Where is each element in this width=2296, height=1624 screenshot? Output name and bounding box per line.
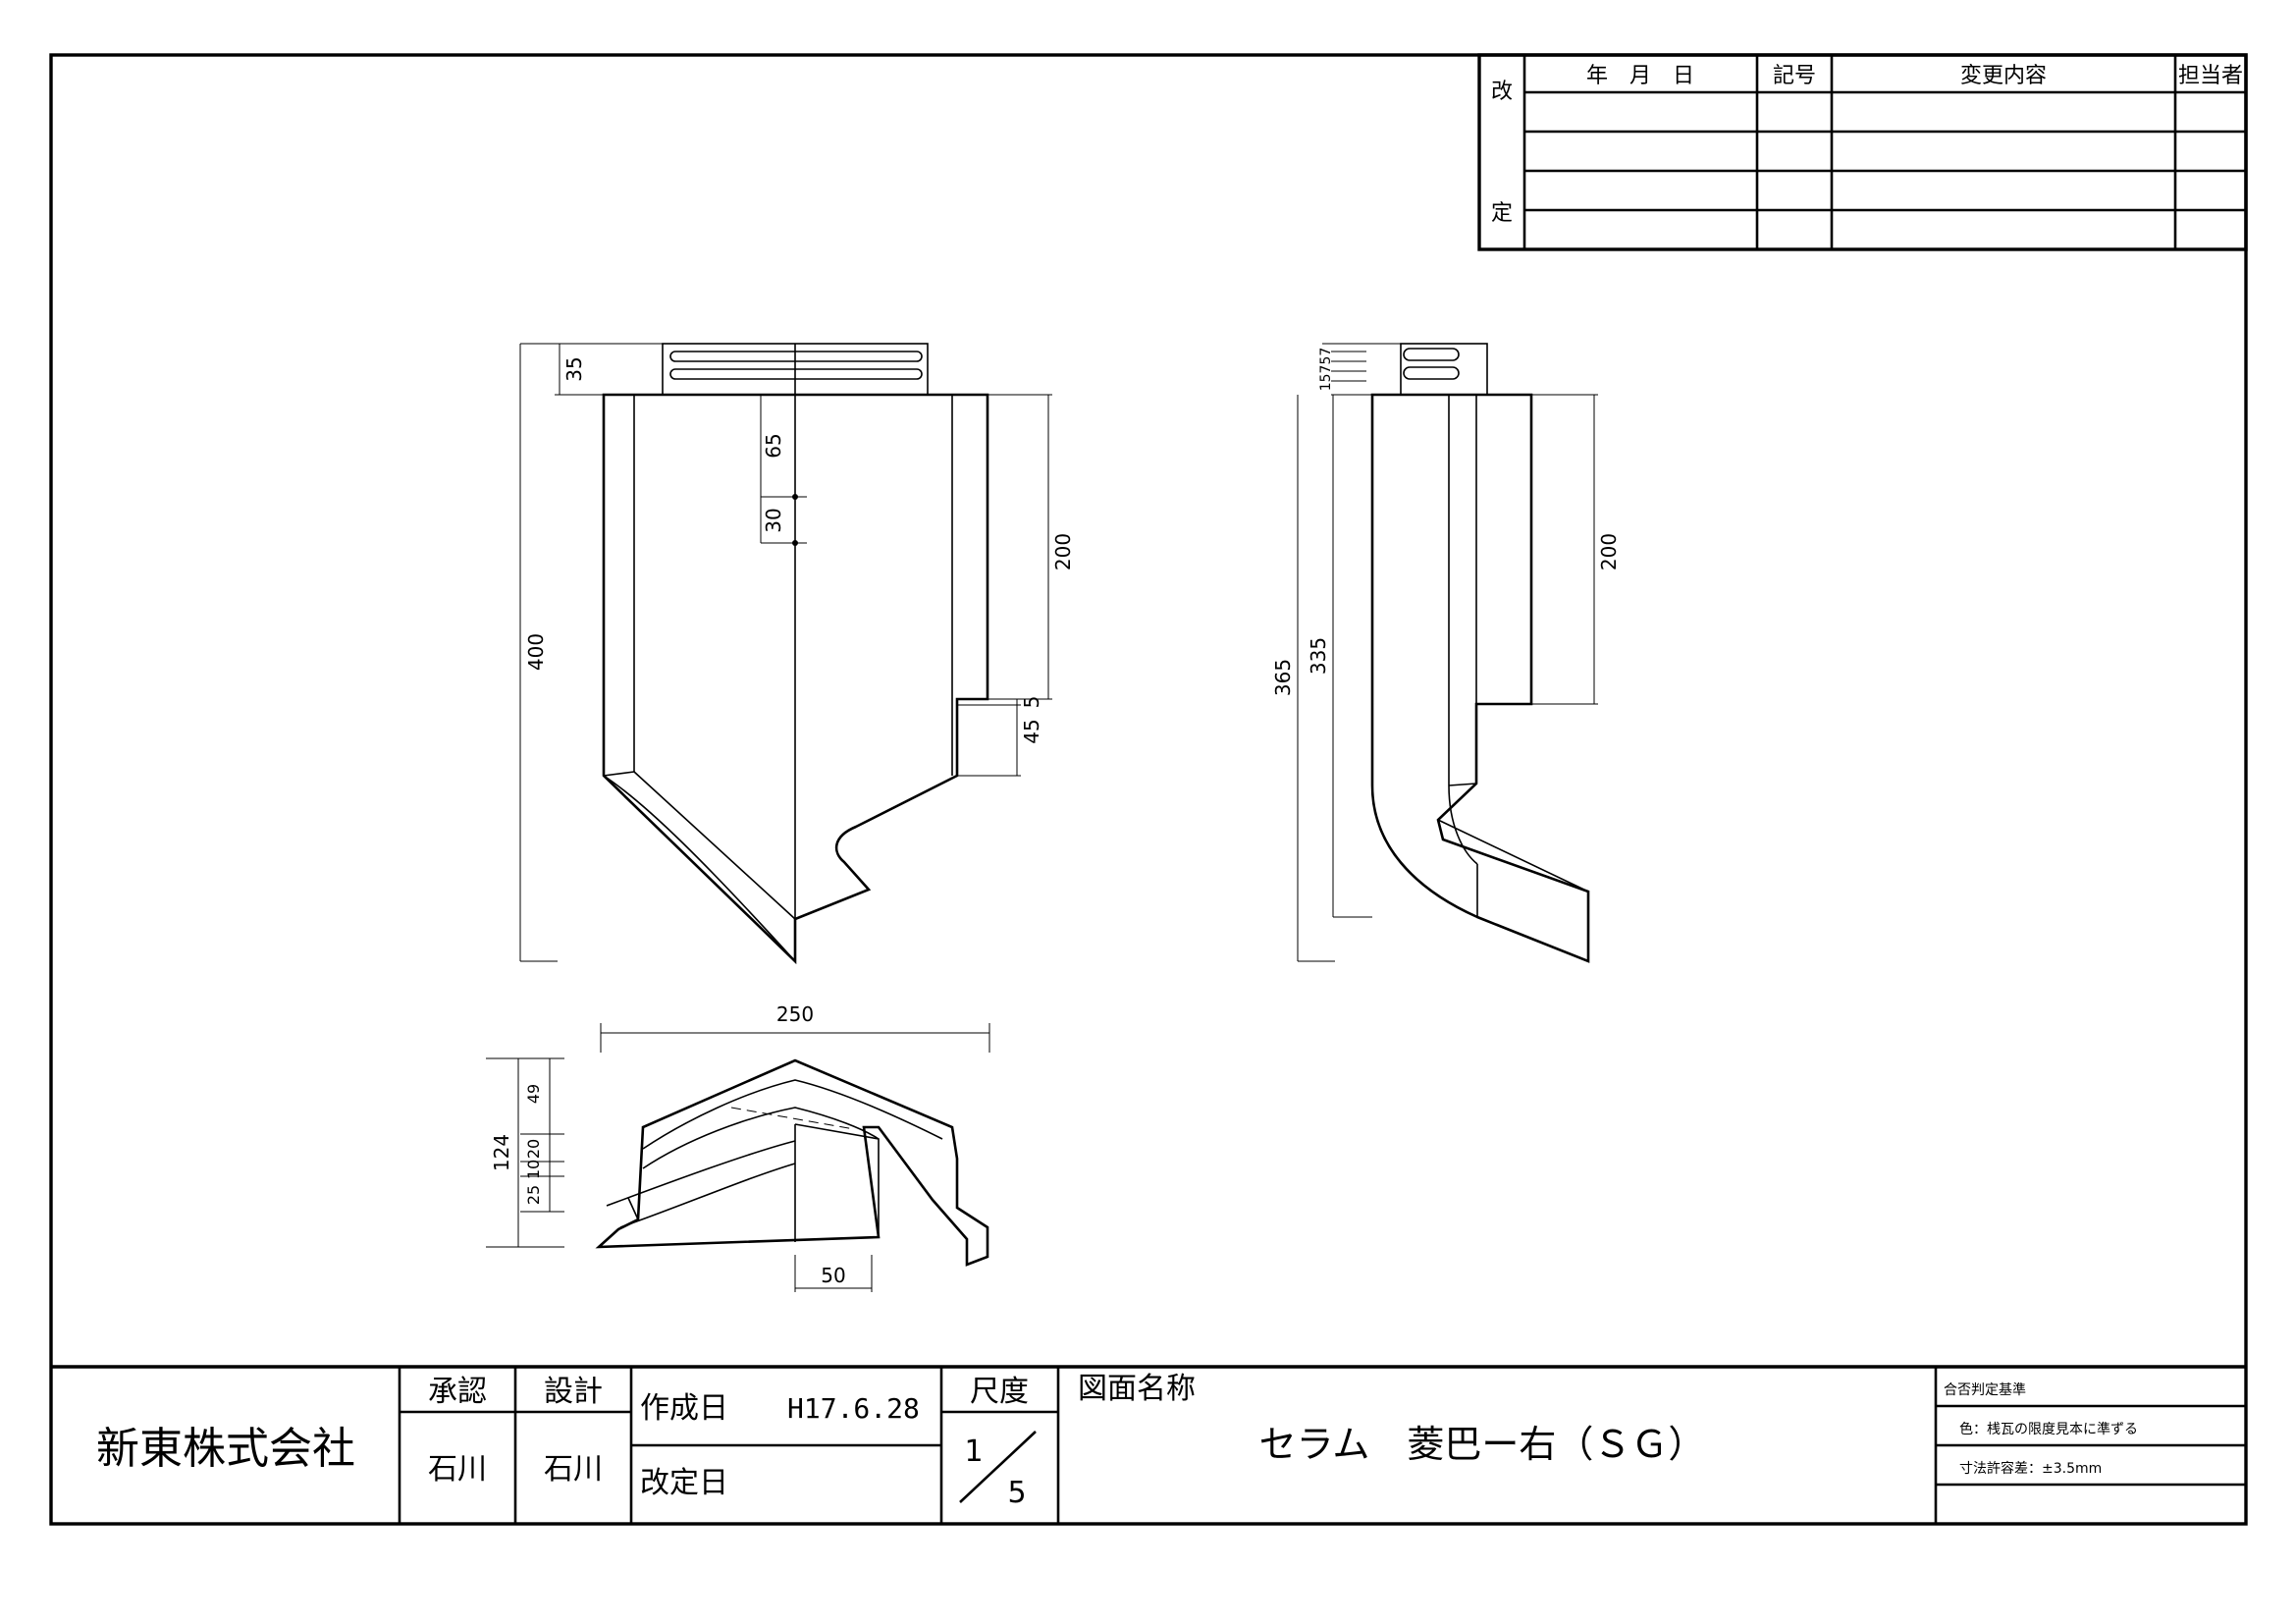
front-dim-mid: 30	[762, 508, 785, 532]
front-dim-top: 35	[562, 356, 586, 381]
bottom-view: 250 124 49 20 10 25 50	[486, 1002, 990, 1292]
revision-header-person: 担当者	[2178, 64, 2243, 88]
bottom-dim-d2: 20	[524, 1139, 543, 1159]
created-label: 作成日	[640, 1391, 728, 1426]
scale-numerator: 1	[964, 1435, 983, 1469]
revision-side-label-1: 改	[1491, 80, 1513, 104]
approve-label: 承認	[428, 1375, 487, 1409]
side-dim-right: 200	[1597, 533, 1621, 570]
bottom-dim-height: 124	[490, 1134, 513, 1171]
sheet-border	[49, 53, 2248, 1526]
bottom-dim-width: 250	[776, 1002, 814, 1026]
side-dim-top-small: 15757	[1318, 348, 1334, 392]
revision-header-date: 年 月 日	[1586, 64, 1694, 88]
scale-denominator: 5	[1007, 1476, 1026, 1510]
front-dim-right-small: 5	[1020, 696, 1043, 709]
revised-label: 改定日	[640, 1466, 728, 1500]
front-dim-right-low: 45	[1020, 719, 1043, 743]
design-label: 設計	[544, 1375, 603, 1409]
revision-header-symbol: 記号	[1773, 64, 1816, 88]
created-date: H17.6.28	[787, 1392, 920, 1425]
bottom-dim-base: 50	[821, 1264, 845, 1287]
side-dim-inner: 335	[1307, 637, 1330, 675]
drawing-name: セラム 菱巴ー右（ＳＧ）	[1259, 1423, 1706, 1466]
side-dim-outer: 365	[1271, 659, 1295, 696]
front-view: 35 400 65 30 200 5 45	[519, 343, 1075, 965]
approver-name: 石川	[428, 1452, 487, 1487]
revision-table: 改 定 年 月 日 記号 変更内容 担当者	[1477, 53, 2248, 251]
front-dim-upper: 65	[762, 433, 785, 458]
front-dim-total: 400	[524, 633, 548, 671]
side-view: 15757 365 335 200	[1271, 343, 1621, 963]
scale-label: 尺度	[970, 1375, 1029, 1409]
bottom-dim-d1: 49	[524, 1084, 543, 1104]
designer-name: 石川	[544, 1452, 603, 1487]
drawing-name-label: 図面名称	[1078, 1372, 1196, 1406]
revision-side-label-2: 定	[1491, 201, 1513, 226]
bottom-dim-d3: 10	[524, 1160, 543, 1179]
criteria-title: 合否判定基準	[1944, 1381, 2026, 1398]
company-name: 新東株式会社	[96, 1424, 355, 1474]
revision-header-content: 変更内容	[1960, 64, 2047, 88]
front-dim-right: 200	[1051, 533, 1075, 570]
title-block: 新東株式会社 承認 設計 石川 石川 作成日 H17.6.28 改定日 尺度 1…	[51, 1365, 2246, 1524]
criteria-color: 色：桟瓦の限度見本に準ずる	[1959, 1421, 2138, 1437]
bottom-dim-d4: 25	[524, 1185, 543, 1205]
criteria-tolerance: 寸法許容差：±3.5mm	[1959, 1460, 2102, 1477]
